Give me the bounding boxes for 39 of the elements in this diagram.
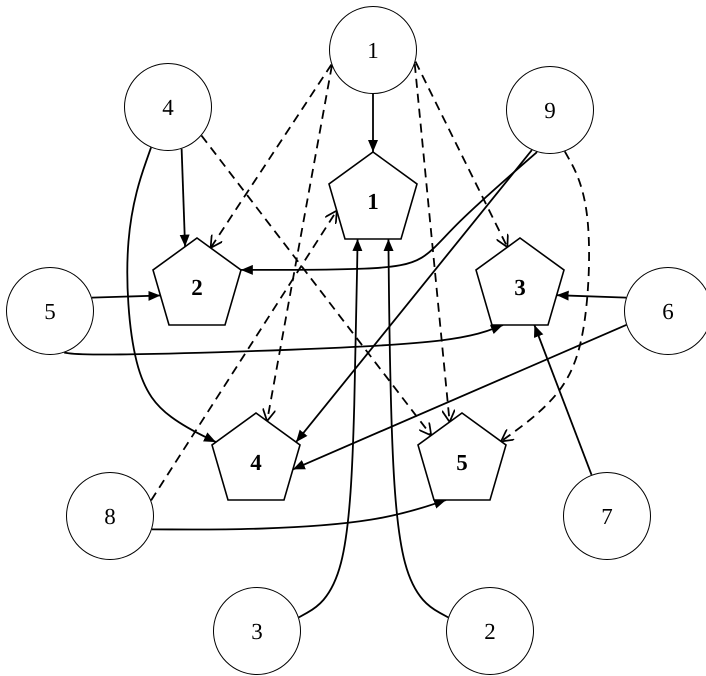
pentagon-node (418, 413, 506, 501)
dashed-arrow (262, 66, 333, 422)
node-number: 5 (456, 450, 468, 474)
arrow (298, 238, 362, 618)
arrow (295, 150, 533, 443)
node-number: 1 (367, 190, 379, 212)
arrow (92, 290, 160, 301)
node-number: 3 (251, 620, 263, 642)
node-number: 6 (662, 300, 674, 322)
node-number: 2 (484, 620, 496, 642)
arrow (368, 94, 378, 152)
pentagon-node (329, 152, 417, 240)
arrow (152, 499, 446, 530)
arrow (126, 147, 216, 443)
arrow (64, 324, 504, 356)
arrow (240, 151, 538, 275)
arrow (556, 290, 626, 301)
node-number: 2 (191, 276, 203, 298)
pentagon-node (476, 238, 564, 326)
arrow (292, 324, 627, 470)
arrow (384, 239, 449, 618)
pentagon-node (212, 413, 300, 501)
node-number: 4 (250, 450, 262, 474)
pentagon-node (153, 238, 241, 326)
node-number: 5 (44, 300, 56, 322)
node-number: 4 (162, 96, 174, 118)
arrow (180, 148, 190, 247)
dashed-arrow (500, 151, 590, 442)
dashed-arrow (200, 135, 432, 436)
arrow (534, 324, 592, 476)
node-number: 8 (104, 504, 116, 528)
node-number: 1 (367, 38, 379, 62)
node-number: 9 (544, 98, 556, 122)
dashed-arrow (414, 64, 456, 423)
dashed-arrow (150, 210, 338, 501)
dashed-arrow (210, 64, 332, 249)
node-number: 3 (514, 276, 526, 298)
node-number: 7 (601, 504, 613, 528)
dashed-arrow (414, 61, 509, 248)
